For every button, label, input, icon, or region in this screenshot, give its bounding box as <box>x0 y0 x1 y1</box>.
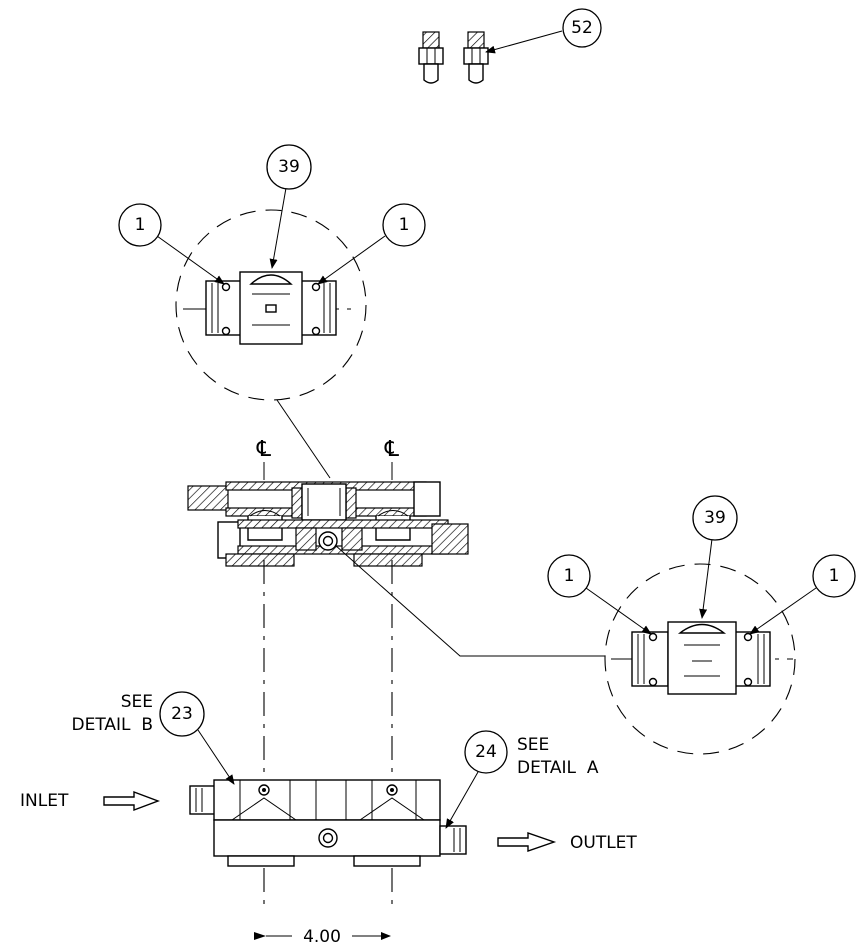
check-valve-top <box>183 271 358 345</box>
balloon-39-right: 39 <box>692 495 738 541</box>
fitting-left <box>418 31 444 84</box>
balloon-23: 23 <box>159 691 205 737</box>
leader-1-right-right <box>749 587 817 635</box>
inlet-arrow-icon <box>103 790 160 812</box>
dimension-value: 4.00 <box>303 927 341 947</box>
balloon-39-right-text: 39 <box>704 508 726 528</box>
check-valve-right <box>611 621 793 695</box>
centerline-mark-left: ℄ <box>256 437 272 462</box>
see-detail-b-line2: DETAIL B <box>72 715 153 735</box>
leader-1-right-left <box>585 587 652 635</box>
centerline-mark-right: ℄ <box>384 437 400 462</box>
detail-leader-top <box>276 399 331 479</box>
detail-circle-right <box>604 563 796 755</box>
balloon-39-top-text: 39 <box>278 157 300 177</box>
balloon-52: 52 <box>562 8 602 48</box>
leader-1-top-left <box>156 235 225 285</box>
section-view: ℄ ℄ <box>187 437 469 567</box>
manifold-front-view <box>189 779 467 867</box>
leader-39-right <box>699 538 713 619</box>
outlet-arrow-icon <box>497 832 557 852</box>
balloon-1-top-right-text: 1 <box>399 215 410 235</box>
see-detail-a-line1: SEE <box>517 735 549 755</box>
balloon-39-top: 39 <box>266 144 312 190</box>
inlet-label: INLET <box>20 791 69 811</box>
detail-leader-right <box>334 544 605 657</box>
leader-24 <box>445 771 479 829</box>
balloon-1-right-left-text: 1 <box>564 566 575 586</box>
outlet-label: OUTLET <box>570 833 637 853</box>
balloon-1-right-left: 1 <box>547 554 591 598</box>
dimension-4-00: 4.00 <box>254 927 391 947</box>
leader-23 <box>197 729 235 785</box>
balloon-24-text: 24 <box>475 742 497 762</box>
see-detail-b-line1: SEE <box>121 692 153 712</box>
fitting-right <box>463 31 489 84</box>
leader-1-top-right <box>317 235 386 285</box>
balloon-1-top-left: 1 <box>118 203 162 247</box>
balloon-24: 24 <box>464 730 508 774</box>
balloon-1-top-left-text: 1 <box>135 215 146 235</box>
detail-circle-top <box>175 209 367 401</box>
leader-52 <box>485 30 563 54</box>
balloon-1-top-right: 1 <box>382 203 426 247</box>
fitting-pair <box>418 31 489 84</box>
balloon-1-right-right-text: 1 <box>829 566 840 586</box>
balloon-1-right-right: 1 <box>812 554 856 598</box>
see-detail-a-line2: DETAIL A <box>517 758 599 778</box>
leader-39-top <box>269 187 287 269</box>
balloon-23-text: 23 <box>171 704 193 724</box>
balloon-52-text: 52 <box>571 18 593 38</box>
